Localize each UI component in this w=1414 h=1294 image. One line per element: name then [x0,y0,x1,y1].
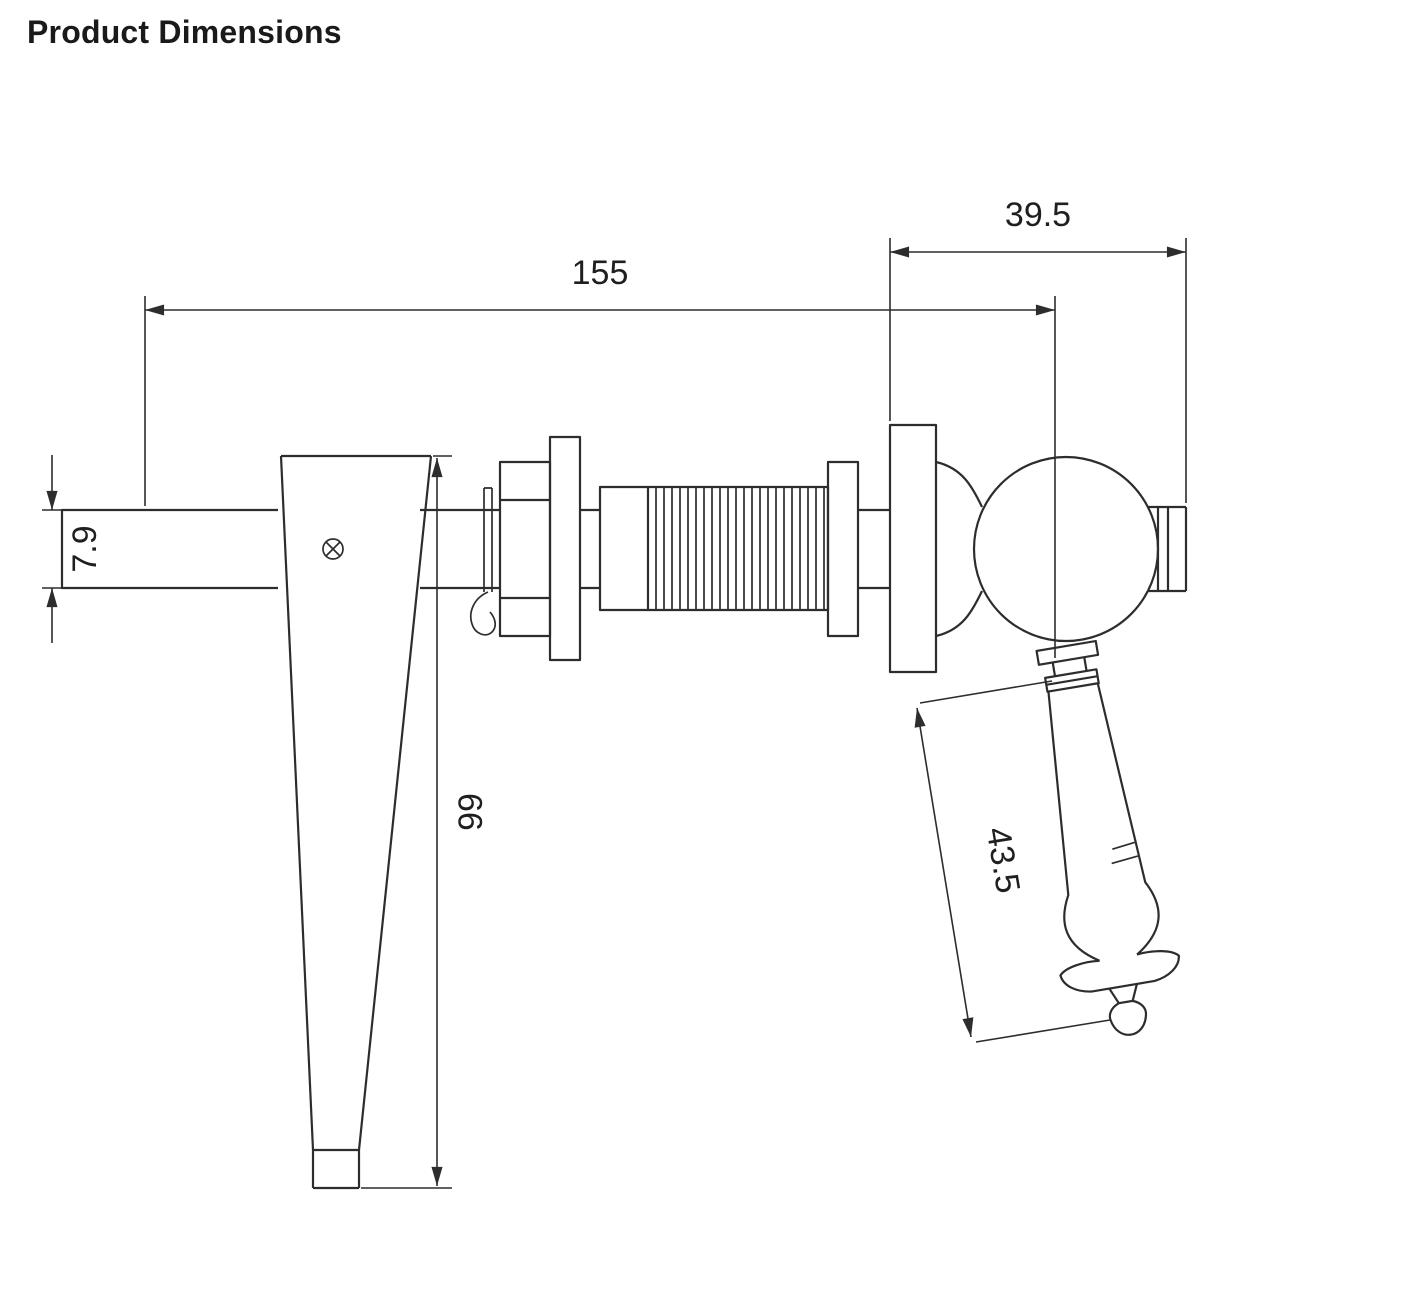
spindle-rod [60,508,278,590]
handle-base-flare [1059,950,1180,993]
extension-lines [919,680,1111,1043]
dimension-overall-length: 155 [144,254,1056,658]
extension-lines [361,455,452,1189]
dimension-label-43-5: 43.5 [979,824,1027,896]
flange-washer [548,435,582,662]
shaft-section-2 [580,508,600,590]
end-stub [1148,505,1188,593]
shaft-section-3 [858,508,890,590]
handle-collar [1044,668,1100,693]
dimension-label-7-9: 7.9 [66,525,104,572]
page-title: Product Dimensions [27,14,342,50]
dimension-spindle-size: 7.9 [42,455,140,643]
dimension-label-39-5: 39.5 [1005,196,1071,234]
shaft-section-1 [420,508,500,590]
handle-knob-stem [1108,983,1138,1004]
ceramic-lever-handle [1035,639,1180,1036]
handle-neck [1051,656,1088,677]
back-washer [826,460,860,638]
dimension-arm-length: 99 [361,455,490,1189]
threaded-shaft [598,485,830,612]
dimension-flange-to-tip: 39.5 [889,196,1187,503]
extension-lines [42,509,140,589]
dimension-label-99: 99 [452,793,490,831]
fixing-nut [498,460,552,638]
handle-joint-disc [1035,639,1100,666]
handle-body [1047,683,1160,962]
dimension-handle-length: 43.5 [914,680,1111,1043]
extension-lines [144,296,1056,658]
handle-knob [1108,999,1148,1036]
thread-hatching [655,487,825,610]
handle-surface-lines [1111,841,1139,865]
fastener-symbol [322,538,344,560]
neck-profile [935,460,983,638]
ball-body [972,455,1160,643]
retaining-clip [469,487,496,636]
extension-lines [889,238,1187,503]
dimension-label-155: 155 [572,254,629,292]
flush-arm-blade [279,454,433,1190]
mounting-flange [888,423,938,674]
dimension-line [914,707,974,1038]
